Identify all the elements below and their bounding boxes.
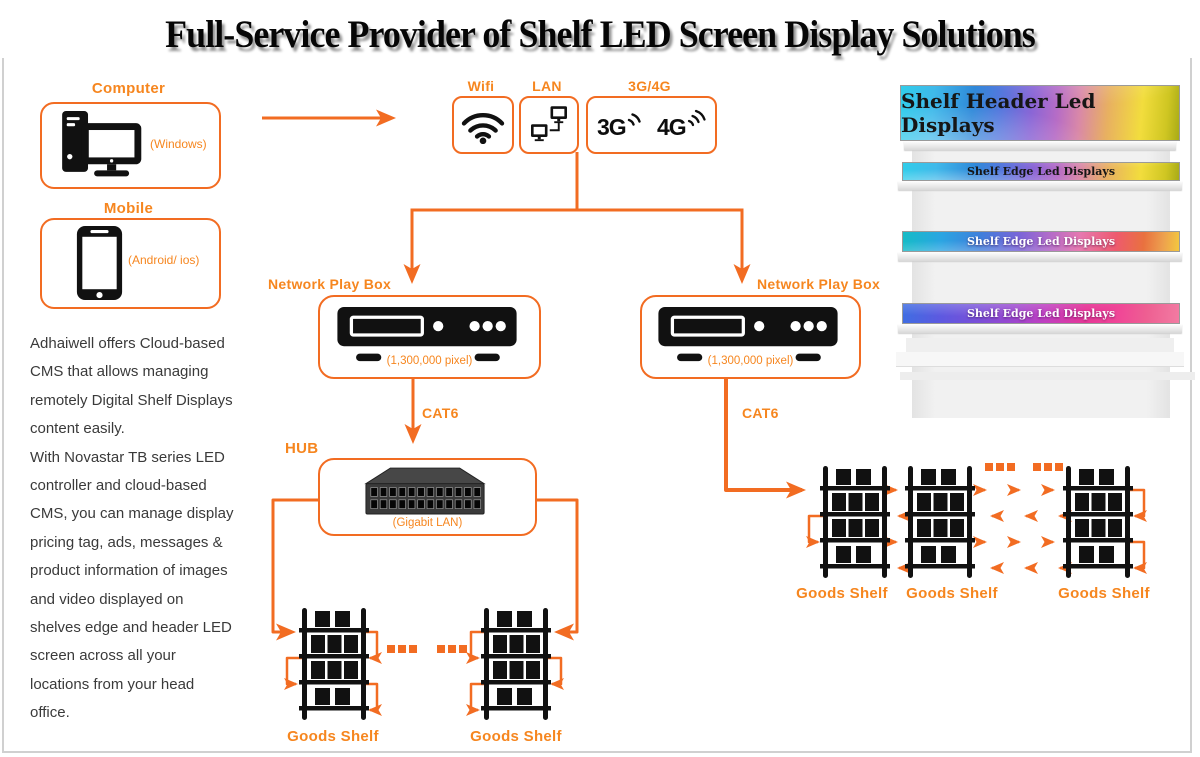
goods-shelf-icon	[1063, 466, 1133, 578]
cat6-left-label: CAT6	[422, 405, 459, 421]
shelf-display-stand: Shelf Header Led Displays Shelf Edge Led…	[890, 80, 1195, 418]
arrow-hub-to-right-shelf	[531, 498, 579, 641]
computer-label: Computer	[91, 80, 166, 97]
chain-link	[1128, 540, 1147, 574]
stand-ledge	[898, 252, 1182, 261]
3g-text: 3G	[597, 114, 626, 140]
goods-shelf-label: Goods Shelf	[1058, 585, 1150, 602]
shelf-header-led-display: Shelf Header Led Displays	[900, 85, 1180, 141]
lan-box	[519, 96, 579, 154]
frame-right	[1190, 58, 1192, 753]
arrow-cat6-right	[724, 377, 806, 499]
goods-shelf-icon	[481, 608, 551, 720]
goods-shelf-label: Goods Shelf	[906, 585, 998, 602]
playbox-right-label: Network Play Box	[757, 276, 881, 292]
playbox-left-label: Network Play Box	[268, 276, 392, 292]
shelf-edge-text: Shelf Edge Led Displays	[966, 165, 1116, 178]
goods-shelf-label: Goods Shelf	[470, 728, 562, 745]
chain-link	[364, 630, 382, 664]
stand-ledge	[898, 181, 1182, 190]
hub-switch-icon	[364, 467, 486, 515]
arrow-hub-to-left-shelf	[271, 498, 320, 641]
chain-link	[1128, 488, 1147, 522]
shelf-header-text: Shelf Header Led Displays	[901, 89, 1096, 137]
goods-shelf-icon	[820, 466, 890, 578]
chain-link	[284, 656, 302, 690]
frame-left	[2, 58, 4, 753]
computer-box: (Windows)	[40, 102, 221, 189]
cat6-right-label: CAT6	[742, 405, 779, 421]
playbox-right-box: (1,300,000 pixel)	[640, 295, 861, 379]
mobile-icon	[76, 225, 123, 301]
mobile-label: Mobile	[103, 200, 154, 217]
lan-label: LAN	[532, 78, 562, 94]
shelf-edge-text: Shelf Edge Led Displays	[966, 235, 1116, 248]
shelf-edge-led-display: Shelf Edge Led Displays	[902, 231, 1180, 252]
goods-shelf-label: Goods Shelf	[287, 728, 379, 745]
chain-link	[806, 514, 825, 548]
mobile-box: (Android/ ios)	[40, 218, 221, 309]
playbox-icon	[337, 307, 517, 362]
page-title: Full-Service Provider of Shelf LED Scree…	[165, 13, 1036, 56]
chain-link	[466, 682, 484, 716]
shelf-edge-text: Shelf Edge Led Displays	[966, 307, 1116, 320]
playbox-right-pixels: (1,300,000 pixel)	[707, 355, 794, 367]
stand-base-foot	[896, 352, 1184, 367]
goods-shelf-icon	[299, 608, 369, 720]
cellular-label: 3G/4G	[628, 78, 671, 94]
stand-ledge	[898, 324, 1182, 333]
wifi-label: Wifi	[467, 78, 495, 94]
stand-ledge	[904, 141, 1176, 150]
goods-shelf-icon	[905, 466, 975, 578]
lan-icon	[531, 106, 567, 142]
playbox-icon	[658, 307, 838, 362]
goods-shelf-label: Goods Shelf	[796, 585, 888, 602]
shelf-edge-led-display: Shelf Edge Led Displays	[902, 162, 1180, 181]
chain-link	[546, 656, 564, 690]
hub-label: HUB	[285, 440, 319, 457]
playbox-left-box: (1,300,000 pixel)	[318, 295, 541, 379]
shelf-edge-led-display: Shelf Edge Led Displays	[902, 303, 1180, 324]
stand-shadow	[900, 372, 1195, 380]
cellular-box: 3G 4G	[586, 96, 717, 154]
wifi-icon	[461, 113, 505, 144]
hub-gigabit-label: (Gigabit LAN)	[392, 517, 463, 529]
description-text: Adhaiwell offers Cloud-based CMS that al…	[30, 335, 234, 722]
3g-icon: 3G	[597, 113, 641, 140]
computer-icon	[62, 111, 142, 177]
computer-os-label: (Windows)	[150, 137, 207, 151]
wifi-box	[452, 96, 514, 154]
playbox-left-pixels: (1,300,000 pixel)	[386, 355, 473, 367]
mobile-os-label: (Android/ ios)	[128, 253, 200, 267]
4g-text: 4G	[657, 114, 686, 140]
4g-icon: 4G	[657, 109, 706, 140]
stand-base	[906, 338, 1174, 352]
hub-box: (Gigabit LAN)	[318, 458, 537, 536]
chain-link	[466, 630, 484, 664]
chain-link	[364, 682, 382, 716]
frame-bottom	[2, 751, 1192, 753]
